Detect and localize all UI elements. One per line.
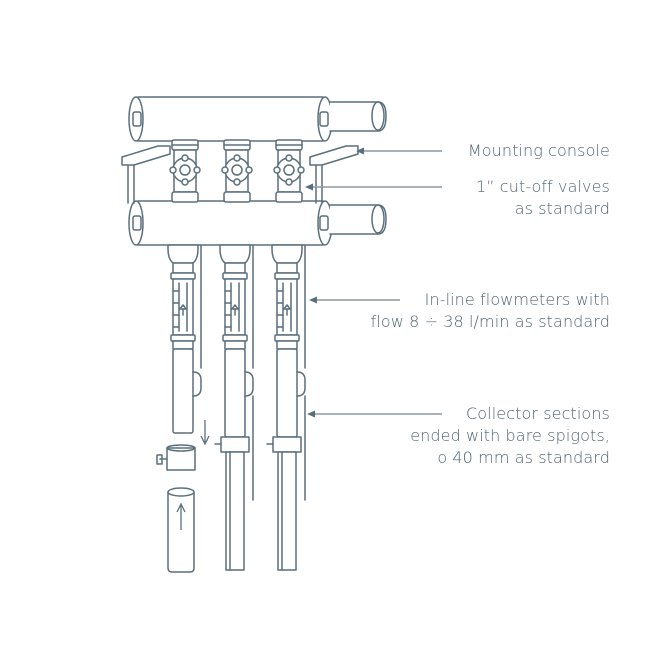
label-mounting-console: Mounting console bbox=[468, 140, 610, 162]
cutoff-valve-1 bbox=[169, 139, 201, 203]
leader-lines bbox=[305, 147, 442, 418]
label-collector-sections: Collector sections ended with bare spigo… bbox=[410, 403, 610, 469]
label-line: o 40 mm as standard bbox=[437, 448, 610, 467]
flowmeter-3 bbox=[271, 244, 303, 350]
arrow-up-icon bbox=[176, 502, 186, 530]
detached-spigot bbox=[156, 444, 196, 471]
lower-collector bbox=[128, 200, 387, 246]
arrow-down-icon bbox=[200, 420, 210, 446]
label-line: ended with bare spigots, bbox=[410, 426, 610, 445]
label-line: In-line flowmeters with bbox=[424, 290, 610, 309]
mounting-console bbox=[121, 145, 359, 204]
flowmeter-1 bbox=[167, 244, 199, 350]
upper-collector bbox=[128, 96, 387, 142]
cutoff-valve-2 bbox=[221, 139, 253, 203]
label-line: 1” cut-off valves bbox=[475, 177, 610, 196]
label-line: Collector sections bbox=[466, 404, 610, 423]
cutoff-valve-3 bbox=[273, 139, 305, 203]
drop-pipes bbox=[172, 244, 306, 571]
label-line: as standard bbox=[514, 199, 610, 218]
connecting-pipe bbox=[167, 487, 195, 573]
label-line: Mounting console bbox=[467, 141, 610, 160]
manifold-drawing bbox=[121, 96, 387, 573]
label-line: flow 8 ÷ 38 l/min as standard bbox=[370, 312, 610, 331]
flowmeter-2 bbox=[219, 244, 251, 350]
label-flowmeters: In-line flowmeters with flow 8 ÷ 38 l/mi… bbox=[371, 289, 610, 333]
label-cutoff-valves: 1” cut-off valves as standard bbox=[476, 176, 610, 220]
